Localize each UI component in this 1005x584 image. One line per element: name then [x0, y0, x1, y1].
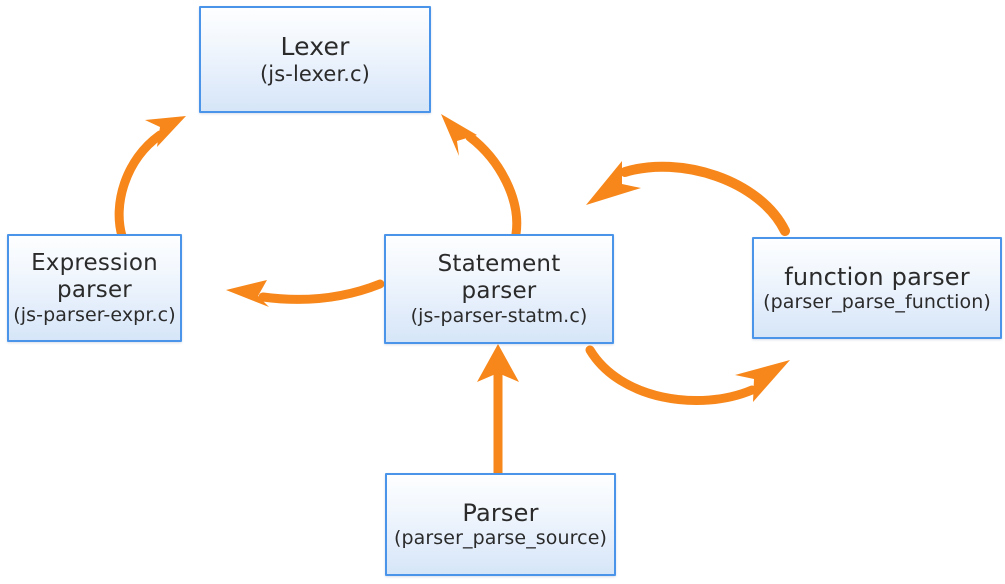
edge-parser-to-statement-parser — [477, 344, 519, 473]
node-parser[interactable]: Parser (parser_parse_source) — [385, 473, 616, 576]
edge-statement-parser-to-function-parser — [585, 345, 790, 405]
edge-statement-parser-to-lexer — [441, 114, 522, 239]
node-function-parser[interactable]: function parser (parser_parse_function) — [752, 237, 1002, 339]
node-statement-parser-title: Statement — [437, 250, 561, 277]
node-lexer-subtitle: (js-lexer.c) — [260, 61, 370, 86]
node-statement-parser-subtitle: (js-parser-statm.c) — [410, 304, 588, 327]
node-function-parser-subtitle: (parser_parse_function) — [763, 290, 991, 313]
node-parser-title: Parser — [462, 499, 539, 528]
node-parser-subtitle: (parser_parse_source) — [393, 527, 608, 550]
edge-statement-parser-to-expression-parser — [226, 279, 385, 307]
edge-function-parser-to-statement-parser — [586, 161, 790, 236]
node-expression-parser-title-line2: parser — [57, 276, 132, 303]
edge-expression-parser-to-lexer — [114, 116, 186, 241]
node-function-parser-title: function parser — [784, 262, 970, 291]
node-statement-parser-title-line2: parser — [461, 277, 537, 304]
node-lexer[interactable]: Lexer (js-lexer.c) — [199, 6, 431, 113]
node-expression-parser-title: Expression — [31, 249, 158, 276]
node-expression-parser[interactable]: Expression parser (js-parser-expr.c) — [7, 234, 182, 342]
node-expression-parser-subtitle: (js-parser-expr.c) — [13, 303, 176, 326]
node-lexer-title: Lexer — [280, 32, 350, 62]
node-statement-parser[interactable]: Statement parser (js-parser-statm.c) — [384, 234, 614, 344]
